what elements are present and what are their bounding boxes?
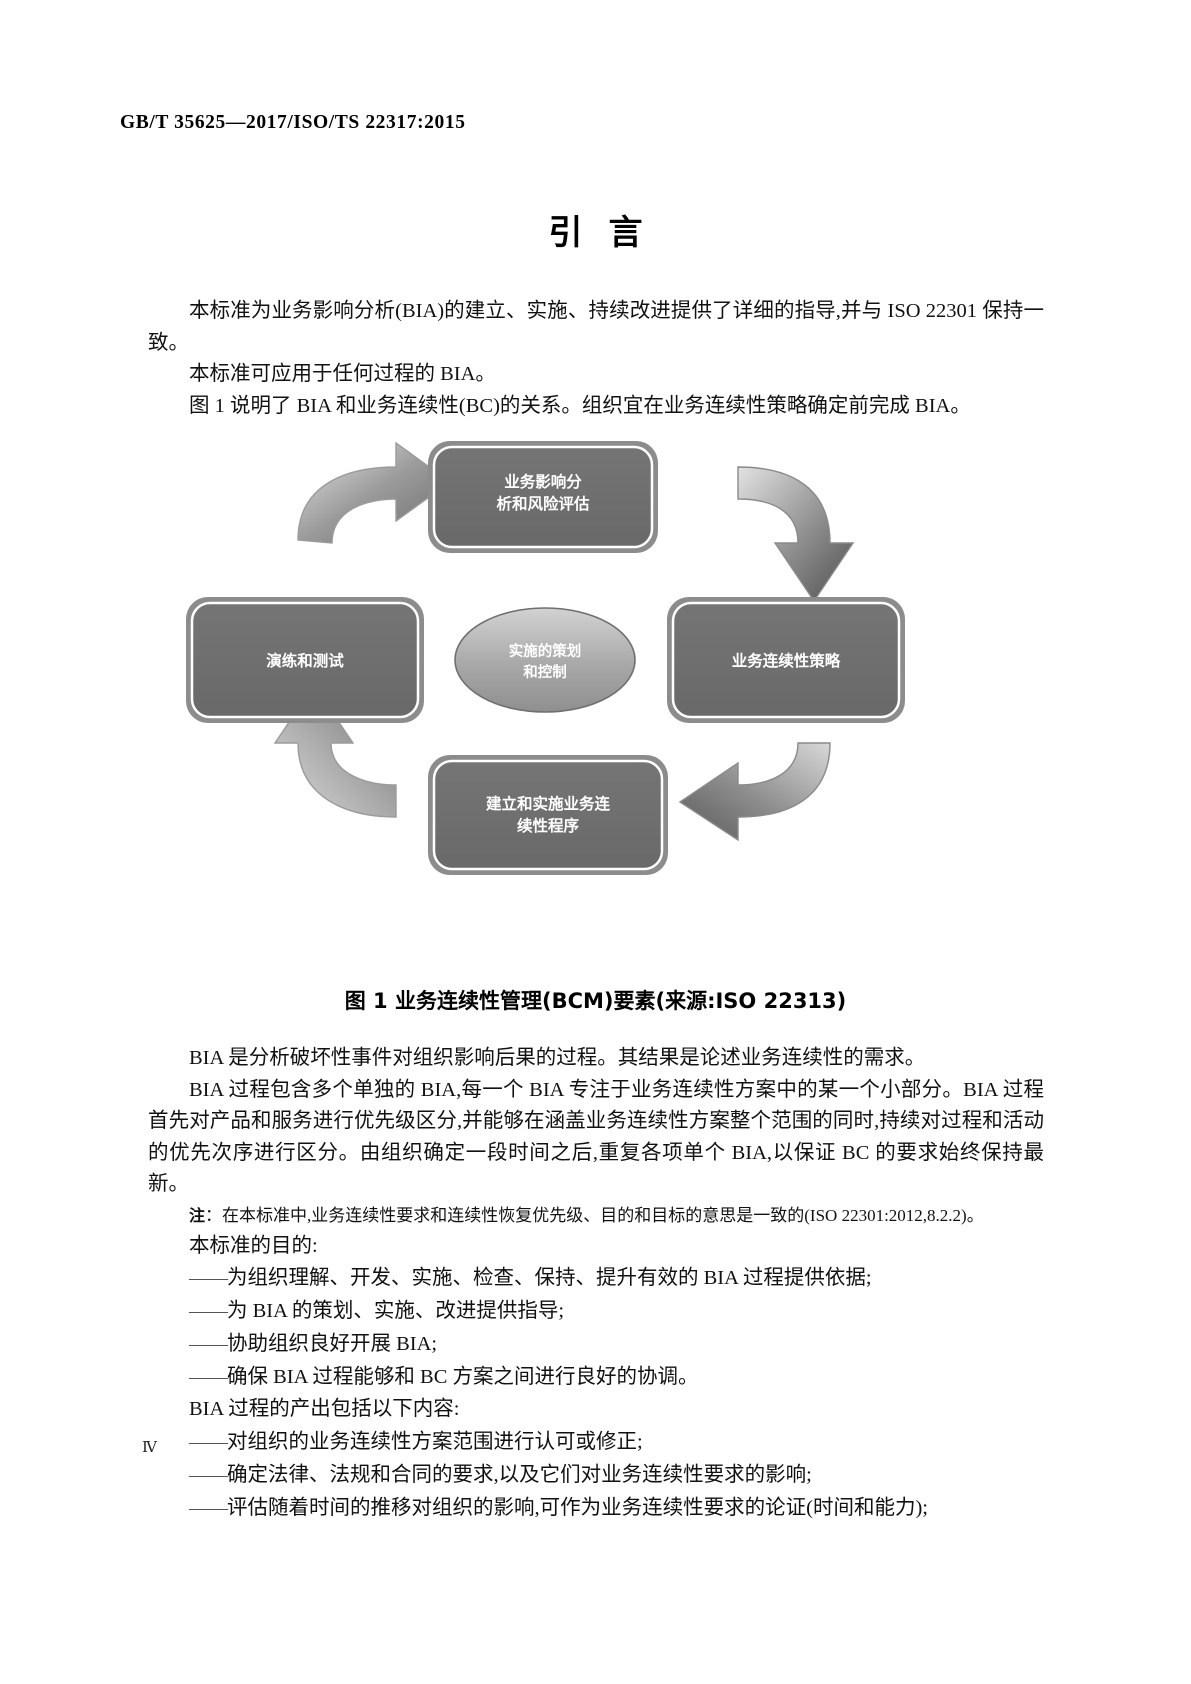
outputs-lead: BIA 过程的产出包括以下内容: [189, 1398, 460, 1420]
arrow-bottom-right [678, 742, 831, 842]
dash-marker-icon: —— [189, 1463, 228, 1486]
dash-marker-icon: —— [189, 1430, 228, 1453]
intro-paragraph-3: 图 1 说明了 BIA 和业务连续性(BC)的关系。组织宜在业务连续性策略确定前… [189, 394, 971, 417]
outputs-item-2: ——确定法律、法规和合同的要求,以及它们对业务连续性要求的影响; [148, 1459, 1044, 1492]
figure-caption: 图 1 业务连续性管理(BCM)要素(来源:ISO 22313) [344, 989, 847, 1013]
purpose-item-2: ——为 BIA 的策划、实施、改进提供指导; [148, 1295, 1044, 1328]
purpose-item-3: ——协助组织良好开展 BIA; [148, 1328, 1044, 1361]
node-bottom-label-line2: 续性程序 [517, 816, 580, 835]
dash-marker-icon: —— [189, 1333, 228, 1355]
dash-marker-icon: —— [189, 1366, 228, 1388]
purpose-item-3-text: 协助组织良好开展 BIA; [227, 1333, 438, 1355]
node-center-label-line2: 和控制 [523, 663, 567, 681]
node-right: 业务连续性策略 [667, 597, 905, 723]
intro-paragraph-2: 本标准可应用于任何过程的 BIA。 [189, 363, 496, 385]
purpose-lead: 本标准的目的: [189, 1234, 318, 1257]
outputs-item-2-text: 确定法律、法规和合同的要求,以及它们对业务连续性要求的影响; [227, 1463, 812, 1486]
outputs-item-1: ——对组织的业务连续性方案范围进行认可或修正; [148, 1426, 1044, 1459]
node-top-label-line1: 业务影响分 [504, 472, 582, 491]
node-bottom: 建立和实施业务连 续性程序 [428, 755, 668, 875]
dash-marker-icon: —— [189, 1300, 228, 1322]
purpose-item-1-text: 为组织理解、开发、实施、检查、保持、提升有效的 BIA 过程提供依据; [227, 1267, 872, 1289]
body-paragraph-2: BIA 过程包含多个单独的 BIA,每一个 BIA 专注于业务连续性方案中的某一… [148, 1078, 1044, 1196]
note-line: 注：在本标准中,业务连续性要求和连续性恢复优先级、目的和目标的意思是一致的(IS… [148, 1201, 1044, 1231]
dash-marker-icon: —— [189, 1496, 228, 1519]
purpose-item-1: ——为组织理解、开发、实施、检查、保持、提升有效的 BIA 过程提供依据; [148, 1262, 1044, 1295]
purpose-item-4-text: 确保 BIA 过程能够和 BC 方案之间进行良好的协调。 [227, 1366, 699, 1388]
arrow-top-right [737, 466, 855, 603]
node-left: 演练和测试 [186, 597, 424, 723]
node-left-label: 演练和测试 [266, 651, 344, 670]
bcm-cycle-figure: 业务影响分 析和风险评估 业务连续性策略 建立和实施业务连 续性程序 演练和测试 [150, 425, 1040, 925]
outputs-item-3: ——评估随着时间的推移对组织的影响,可作为业务连续性要求的论证(时间和能力); [148, 1492, 1044, 1525]
dash-marker-icon: —— [189, 1267, 228, 1289]
node-top: 业务影响分 析和风险评估 [428, 441, 658, 553]
node-center-label-line1: 实施的策划 [509, 642, 582, 660]
intro-paragraph-1: 本标准为业务影响分析(BIA)的建立、实施、持续改进提供了详细的指导,并与 IS… [148, 300, 1044, 354]
purpose-item-4: ——确保 BIA 过程能够和 BC 方案之间进行良好的协调。 [148, 1361, 1044, 1394]
outputs-item-3-text: 评估随着时间的推移对组织的影响,可作为业务连续性要求的论证(时间和能力); [227, 1496, 928, 1519]
intro-text-block: 本标准为业务影响分析(BIA)的建立、实施、持续改进提供了详细的指导,并与 IS… [148, 296, 1044, 422]
note-label: 注 [189, 1205, 206, 1225]
running-header: GB/T 35625—2017/ISO/TS 22317:2015 [120, 112, 466, 133]
node-right-label: 业务连续性策略 [732, 651, 841, 670]
body-paragraph-1: BIA 是分析破坏性事件对组织影响后果的过程。其结果是论述业务连续性的需求。 [189, 1047, 926, 1069]
note-text: ：在本标准中,业务连续性要求和连续性恢复优先级、目的和目标的意思是一致的(ISO… [205, 1205, 984, 1225]
page-number: Ⅳ [142, 1438, 157, 1456]
body-text-block: BIA 是分析破坏性事件对组织影响后果的过程。其结果是论述业务连续性的需求。 B… [148, 1043, 1044, 1525]
page-title: 引言 [548, 213, 669, 253]
arrow-top-left [297, 441, 452, 544]
node-bottom-label-line1: 建立和实施业务连 [486, 794, 611, 813]
node-center: 实施的策划 和控制 [454, 607, 636, 713]
outputs-item-1-text: 对组织的业务连续性方案范围进行认可或修正; [227, 1430, 643, 1453]
purpose-item-2-text: 为 BIA 的策划、实施、改进提供指导; [227, 1300, 565, 1322]
node-top-label-line2: 析和风险评估 [496, 494, 590, 513]
